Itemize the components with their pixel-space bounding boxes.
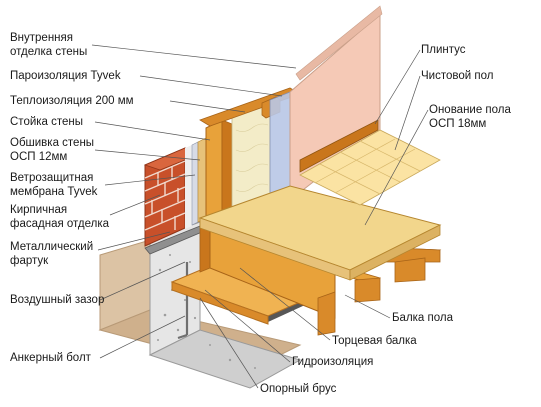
leader-lines [91,44,429,389]
wall-post [205,119,233,231]
label-metal-apron: Металлический фартук [10,241,94,267]
windproof-membrane [191,141,199,226]
label-baseboard: Плинтус [421,44,466,56]
label-air-gap: Воздушный зазор [10,294,105,306]
finish-floor [299,129,441,206]
label-subfloor: Онование пола ОСП 18мм [429,104,511,130]
osb-sheathing [197,137,207,223]
label-anchor-bolt: Анкерный болт [10,352,91,364]
air-gap [185,145,192,229]
label-insulation: Теплоизоляция 200 мм [10,95,134,107]
baseboard [299,119,379,173]
label-wall-post: Стойка стены [10,116,84,128]
subfloor-osb [198,185,442,281]
label-finish-floor: Чистовой пол [421,70,494,82]
label-interior-finish: Внутренняя отделка стены [10,32,88,58]
label-rim-joist: Торцевая балка [332,335,417,347]
label-windproof-membrane: Ветрозащитная мембрана Tyvek [10,172,98,198]
label-waterproofing: Гидроизоляция [292,356,374,368]
label-sill-beam: Опорный брус [260,383,337,395]
label-osb-sheathing: Обшивка стены ОСП 12мм [10,137,95,163]
anchor-bolt [177,262,189,340]
label-vapor-barrier: Пароизоляция Tyvek [10,70,121,82]
label-floor-joist: Балка пола [392,312,454,324]
label-brick-facade: Кирпичная фасадная отделка [10,204,110,230]
